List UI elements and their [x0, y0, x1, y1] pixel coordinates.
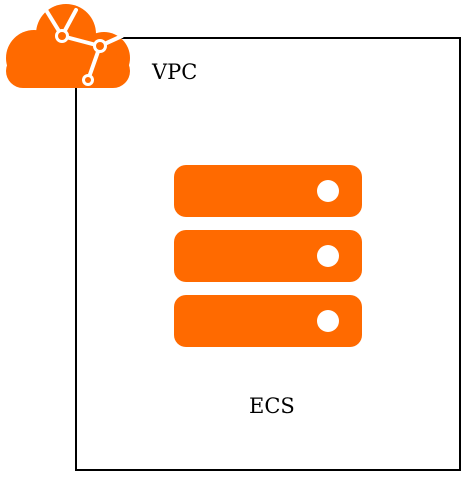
server-light-2 [317, 245, 339, 267]
ecs-label: ECS [249, 394, 295, 418]
server-light-3 [317, 310, 339, 332]
server-stack-icon [174, 165, 362, 347]
server-light-1 [317, 180, 339, 202]
server-unit-2 [174, 230, 362, 282]
vpc-label: VPC [152, 60, 198, 84]
server-unit-3 [174, 295, 362, 347]
vpc-boundary [75, 37, 461, 471]
cloud-network-icon [6, 4, 130, 88]
server-unit-1 [174, 165, 362, 217]
